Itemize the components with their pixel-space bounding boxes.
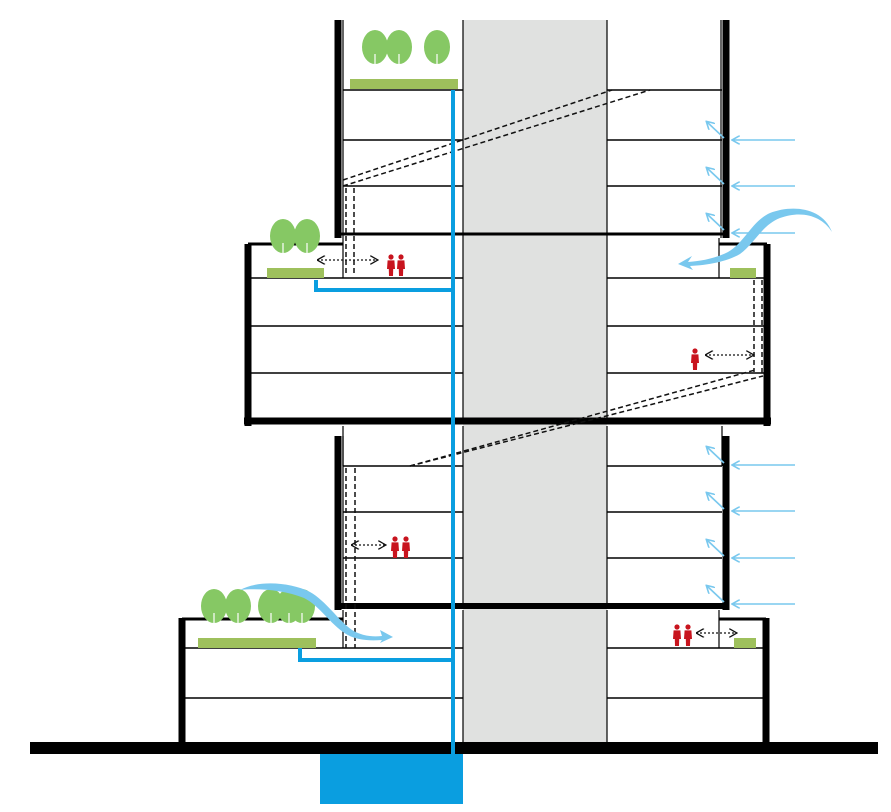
water-pipes: [298, 90, 455, 760]
wind-arrow-icon: [707, 540, 725, 557]
tree-icon: [293, 218, 321, 268]
tree-icon: [361, 29, 389, 79]
trees: [200, 29, 451, 638]
ramp-top-lower: [342, 89, 651, 187]
tree-icon: [224, 588, 252, 638]
tree-icon: [200, 588, 228, 638]
wind-flows: [707, 122, 795, 604]
ramp-mid-lower: [409, 375, 764, 467]
person-icon: [391, 536, 399, 558]
person-icon: [397, 254, 405, 276]
person-icon: [387, 254, 395, 276]
wind-arrow-icon: [707, 493, 725, 510]
ramp-top-upper: [342, 89, 613, 181]
wind-swirls: [240, 208, 832, 643]
wind-arrow-icon: [707, 122, 725, 139]
water-tank-icon: [320, 754, 463, 804]
wind-arrow-icon: [707, 168, 725, 185]
planter-lower-left: [198, 638, 316, 648]
wind-swirl-lower: [240, 583, 393, 643]
interaction-arrows: [317, 260, 754, 633]
tree-icon: [269, 218, 297, 268]
planter-top: [350, 79, 458, 89]
wind-arrow-icon: [707, 586, 725, 603]
person-icon: [691, 348, 699, 370]
wind-arrow-icon: [707, 447, 725, 464]
person-icon: [402, 536, 410, 558]
tree-icon: [423, 29, 451, 79]
water-branch-lower: [298, 648, 453, 662]
planter-lower-right: [734, 638, 756, 648]
building-core: [463, 20, 607, 744]
planters: [198, 79, 756, 648]
water-branch-upper: [314, 280, 453, 292]
module-middle: [334, 426, 730, 610]
tree-icon: [385, 29, 413, 79]
planter-upper-right: [730, 268, 756, 278]
wind-swirl-upper: [678, 208, 832, 270]
planter-upper-left: [267, 268, 324, 278]
ramp-mid-upper: [409, 369, 756, 467]
module-top: [334, 20, 730, 238]
wind-arrow-icon: [707, 214, 725, 231]
person-icon: [673, 624, 681, 646]
person-icon: [684, 624, 692, 646]
